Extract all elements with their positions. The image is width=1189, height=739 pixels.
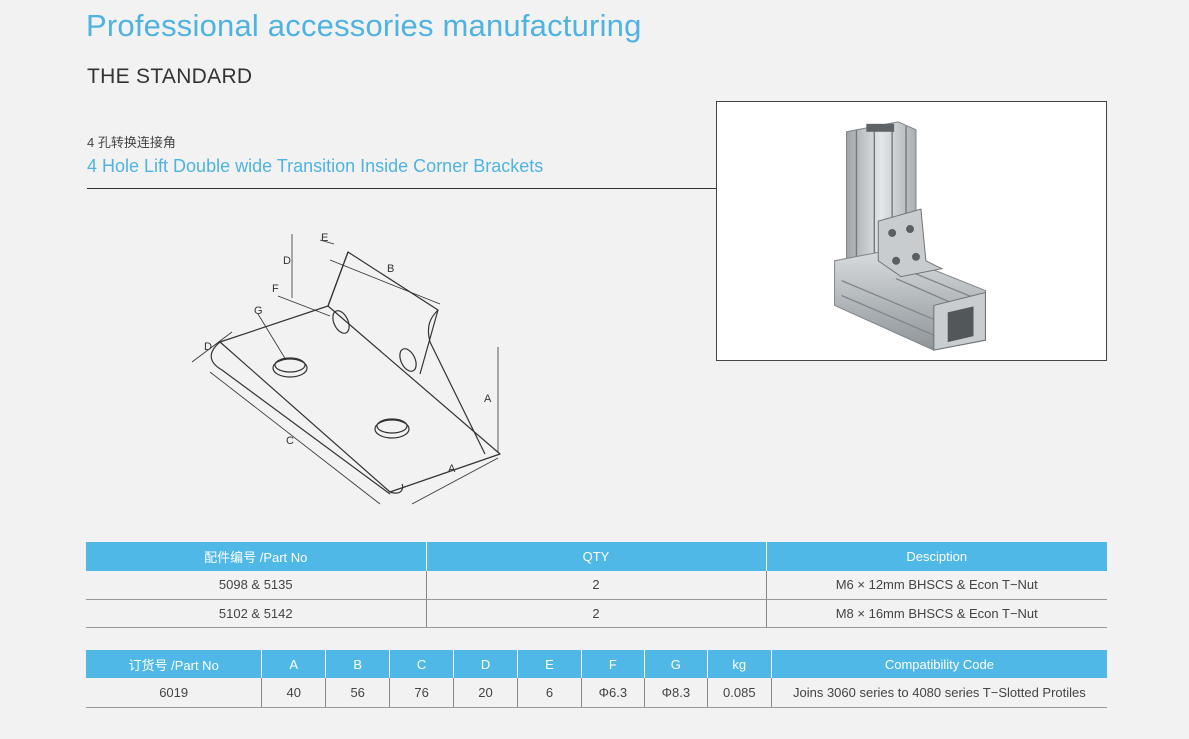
cell-d: 20 [453, 678, 518, 708]
dim-label-d-side: D [204, 341, 212, 353]
header-b: B [325, 650, 391, 678]
table-row: 5098 & 5135 2 M6 × 12mm BHSCS & Econ T−N… [86, 571, 1107, 600]
header-e: E [517, 650, 582, 678]
dim-label-b: B [387, 263, 394, 275]
title-divider [87, 188, 717, 189]
header-part-no: 配件编号 /Part No [86, 542, 427, 571]
dim-label-a-horizontal: A [448, 463, 456, 475]
dim-label-d-top: D [283, 255, 291, 267]
product-name-cn: 4 孔转换连接角 [87, 135, 176, 150]
cell-g: Φ8.3 [644, 678, 708, 708]
header-order-part-no: 订货号 /Part No [86, 650, 263, 678]
bracket-line-drawing: A A B C D D E F G [191, 232, 501, 505]
cell-compatibility: Joins 3060 series to 4080 series T−Slott… [771, 678, 1107, 708]
table-row: 5102 & 5142 2 M8 × 16mm BHSCS & Econ T−N… [86, 599, 1107, 628]
header-g: G [644, 650, 708, 678]
dim-label-f: F [272, 283, 279, 295]
cell-kg: 0.085 [707, 678, 772, 708]
section-title: THE STANDARD [87, 65, 253, 88]
order-table: 订货号 /Part No A B C D E F G kg Compatibil… [86, 650, 1107, 708]
cell-f: Φ6.3 [581, 678, 645, 708]
dim-label-g: G [254, 305, 263, 317]
product-name: 4 Hole Lift Double wide Transition Insid… [87, 156, 544, 176]
cell-description: M6 × 12mm BHSCS & Econ T−Nut [766, 571, 1107, 600]
page-title: Professional accessories manufacturing [86, 8, 642, 43]
dim-label-c: C [286, 435, 294, 447]
header-kg: kg [707, 650, 772, 678]
product-photo [716, 101, 1107, 361]
header-qty: QTY [426, 542, 767, 571]
dim-label-a-vertical: A [484, 393, 492, 405]
dim-label-e: E [321, 232, 328, 244]
cell-a: 40 [261, 678, 327, 708]
header-a: A [261, 650, 327, 678]
parts-table-header: 配件编号 /Part No QTY Desciption [86, 542, 1107, 571]
cell-b: 56 [325, 678, 391, 708]
cell-qty: 2 [426, 599, 767, 628]
header-c: C [389, 650, 455, 678]
cell-order-part-no: 6019 [86, 678, 263, 708]
cell-e: 6 [517, 678, 582, 708]
header-compatibility: Compatibility Code [771, 650, 1107, 678]
technical-drawing: A A B C D D E F G [180, 222, 520, 512]
parts-table: 配件编号 /Part No QTY Desciption 5098 & 5135… [86, 542, 1107, 628]
header-description: Desciption [766, 542, 1107, 571]
bracket-assembly-image [834, 121, 986, 351]
order-table-header: 订货号 /Part No A B C D E F G kg Compatibil… [86, 650, 1107, 678]
cell-description: M8 × 16mm BHSCS & Econ T−Nut [766, 599, 1107, 628]
header-d: D [453, 650, 518, 678]
table-row: 6019 40 56 76 20 6 Φ6.3 Φ8.3 0.085 Joins… [86, 678, 1107, 708]
header-f: F [581, 650, 645, 678]
cell-qty: 2 [426, 571, 767, 600]
cell-c: 76 [389, 678, 455, 708]
cell-part-no: 5098 & 5135 [86, 571, 427, 600]
cell-part-no: 5102 & 5142 [86, 599, 427, 628]
